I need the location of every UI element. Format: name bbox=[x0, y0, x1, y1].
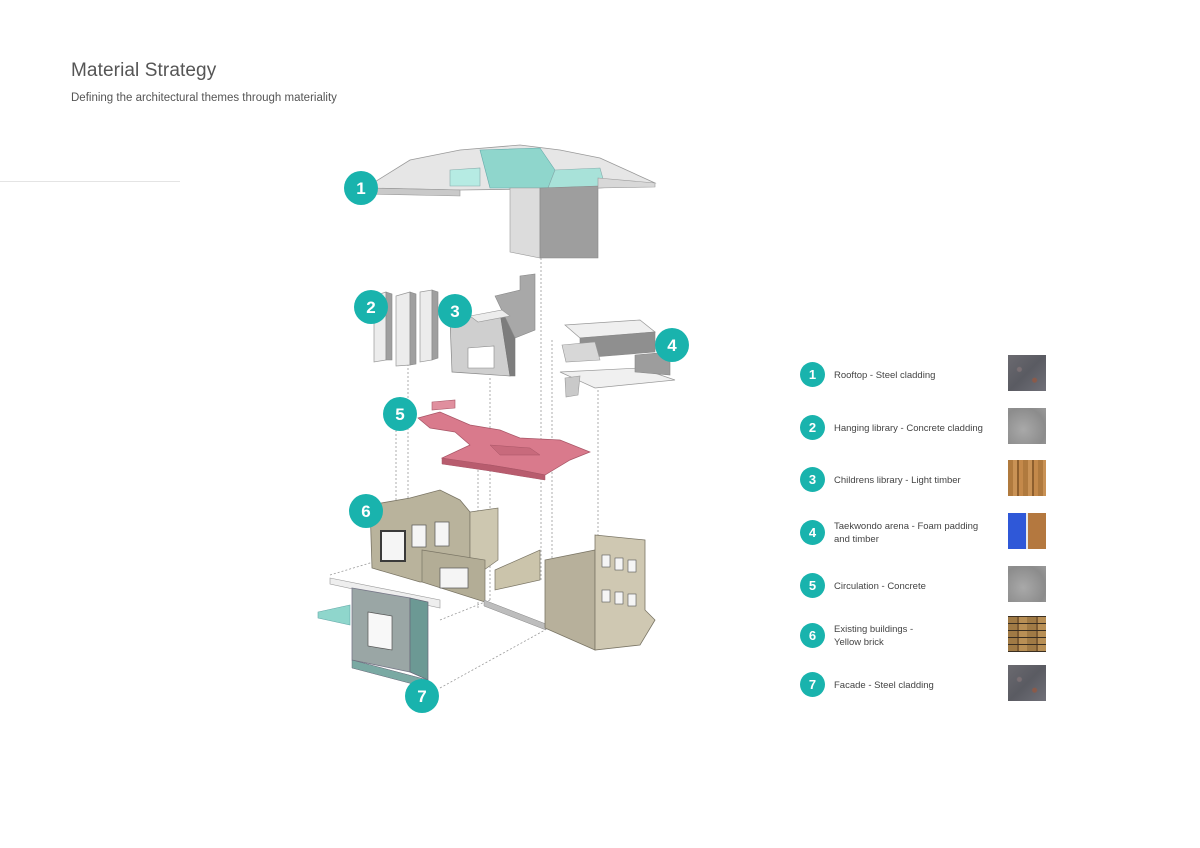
marker-5: 5 bbox=[383, 397, 417, 431]
circulation-component bbox=[417, 399, 591, 481]
svg-text:5: 5 bbox=[395, 405, 404, 424]
legend-item: 4 Taekwondo arena - Foam padding and tim… bbox=[800, 513, 1060, 553]
svg-text:2: 2 bbox=[366, 298, 375, 317]
legend-number: 2 bbox=[800, 415, 825, 440]
legend-number: 3 bbox=[800, 467, 825, 492]
marker-7: 7 bbox=[405, 679, 439, 713]
rooftop-component bbox=[363, 144, 657, 259]
legend-label: Facade - Steel cladding bbox=[834, 679, 934, 691]
hanging-library-component bbox=[373, 289, 439, 367]
legend-item: 7 Facade - Steel cladding bbox=[800, 665, 1060, 705]
facade-component bbox=[317, 577, 441, 689]
legend-item: 3 Childrens library - Light timber bbox=[800, 460, 1060, 500]
legend-number: 7 bbox=[800, 672, 825, 697]
light-timber-swatch bbox=[1008, 460, 1046, 496]
existing-building-tower bbox=[544, 534, 656, 651]
legend-label: Hanging library - Concrete cladding bbox=[834, 422, 983, 434]
page-title: Material Strategy bbox=[71, 60, 217, 81]
legend-item: 5 Circulation - Concrete bbox=[800, 566, 1060, 606]
legend-label: Existing buildings - Yellow brick bbox=[834, 624, 914, 648]
legend-number: 6 bbox=[800, 623, 825, 648]
svg-text:3: 3 bbox=[450, 302, 459, 321]
svg-text:4: 4 bbox=[667, 336, 677, 355]
page-subtitle: Defining the architectural themes throug… bbox=[71, 92, 337, 104]
marker-2: 2 bbox=[354, 290, 388, 324]
svg-text:1: 1 bbox=[356, 179, 365, 198]
legend-item: 2 Hanging library - Concrete cladding bbox=[800, 408, 1060, 448]
existing-buildings-component bbox=[369, 489, 547, 631]
steel-cladding-swatch bbox=[1008, 665, 1046, 701]
legend-item: 1 Rooftop - Steel cladding bbox=[800, 355, 1060, 395]
divider bbox=[0, 181, 180, 182]
legend-label: Circulation - Concrete bbox=[834, 580, 926, 592]
foam-timber-swatch bbox=[1008, 513, 1046, 549]
svg-text:7: 7 bbox=[417, 687, 426, 706]
legend-item: 6 Existing buildings - Yellow brick bbox=[800, 616, 1060, 656]
legend-number: 1 bbox=[800, 362, 825, 387]
legend-label: Taekwondo arena - Foam padding and timbe… bbox=[834, 521, 979, 545]
marker-1: 1 bbox=[344, 171, 378, 205]
marker-3: 3 bbox=[438, 294, 472, 328]
legend-label: Rooftop - Steel cladding bbox=[834, 369, 936, 381]
marker-4: 4 bbox=[655, 328, 689, 362]
taekwondo-arena-component bbox=[559, 319, 676, 398]
yellow-brick-swatch bbox=[1008, 616, 1046, 652]
legend-number: 4 bbox=[800, 520, 825, 545]
concrete-swatch bbox=[1008, 566, 1046, 602]
steel-cladding-swatch bbox=[1008, 355, 1046, 391]
svg-text:6: 6 bbox=[361, 502, 370, 521]
marker-6: 6 bbox=[349, 494, 383, 528]
concrete-cladding-swatch bbox=[1008, 408, 1046, 444]
legend-label: Childrens library - Light timber bbox=[834, 474, 961, 486]
legend-number: 5 bbox=[800, 573, 825, 598]
childrens-library-component bbox=[449, 273, 536, 377]
